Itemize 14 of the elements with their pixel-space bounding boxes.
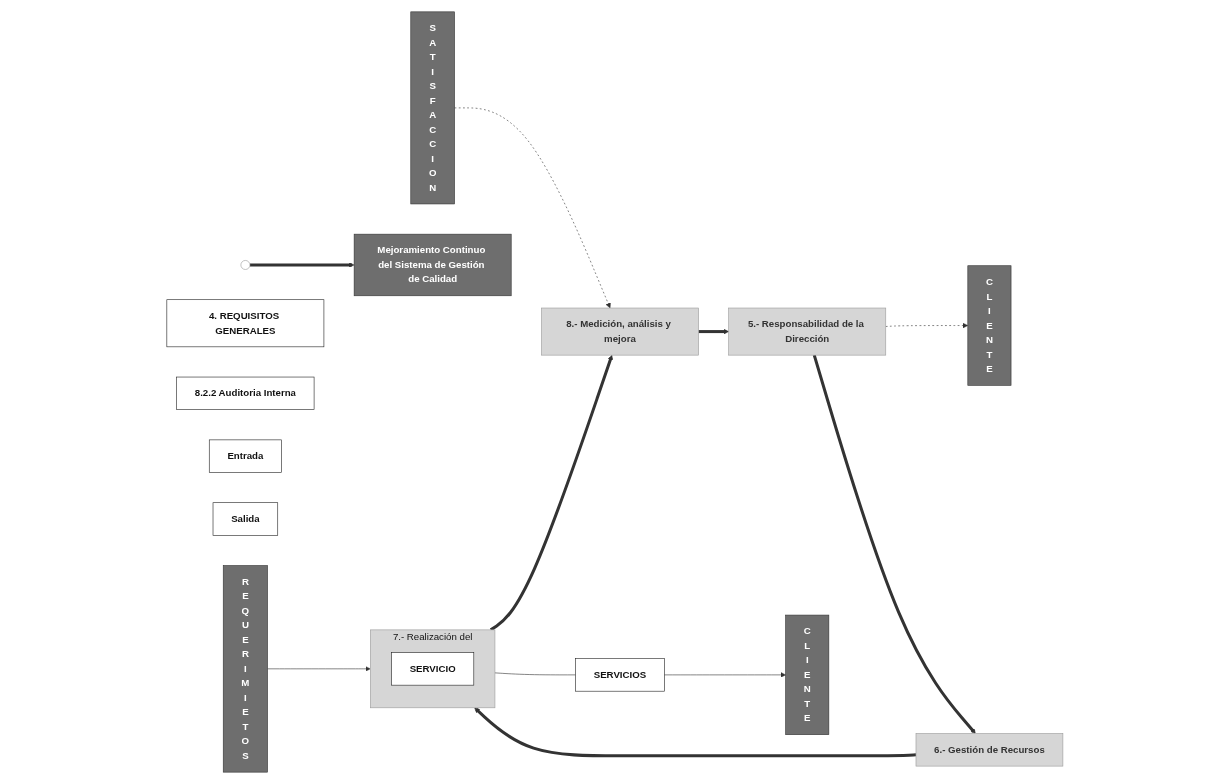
process-box: 8.2.2 Auditoria Interna <box>176 376 314 410</box>
process-box: SERVICIO <box>390 652 474 686</box>
process-box: SATISFACCION <box>410 11 455 205</box>
process-box: SERVICIOS <box>574 658 665 692</box>
process-box: CLIENTE <box>967 265 1011 386</box>
process-box: 5.- Responsabilidad de la Dirección <box>728 307 886 356</box>
process-box: CLIENTE <box>784 614 829 735</box>
process-box: 8.- Medición, análisis y mejora <box>540 307 699 356</box>
process-box: 6.- Gestión de Recursos <box>915 733 1063 767</box>
process-box: 4. REQUISITOS GENERALES <box>166 299 324 348</box>
process-box: Salida <box>212 502 278 536</box>
process-box: REQUERIMIETOS <box>222 565 268 773</box>
process-box: Entrada <box>208 439 282 473</box>
process-box: Mejoramiento Continuo del Sistema de Gestión de Calidad <box>353 233 512 297</box>
